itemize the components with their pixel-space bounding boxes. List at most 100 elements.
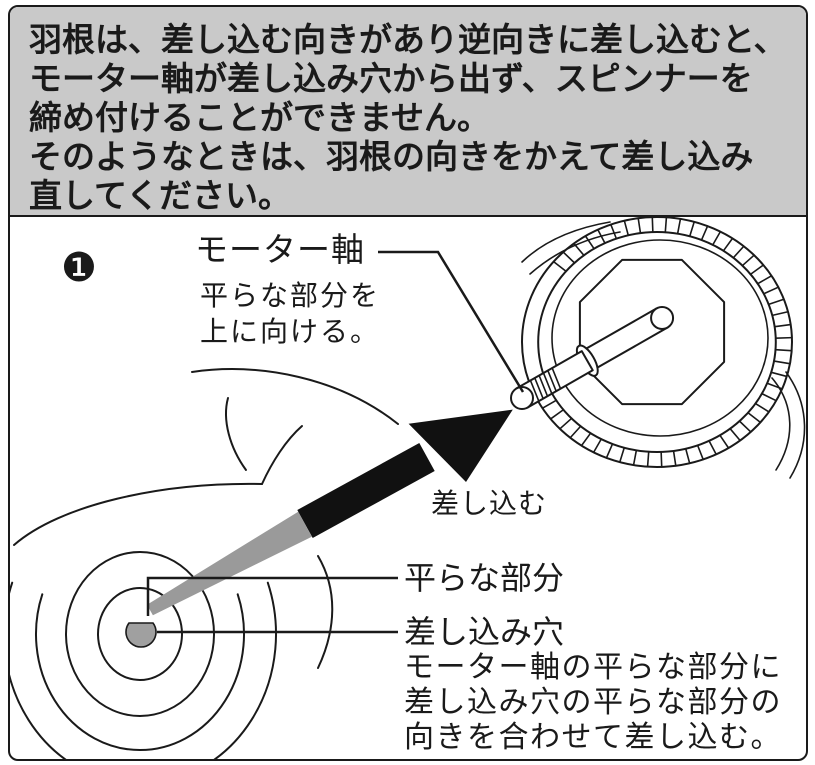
- hub-ring-inner: [97, 587, 183, 681]
- shaft-hatch-line: [538, 374, 549, 397]
- spinner-tooth: [696, 444, 704, 461]
- insert-direction-label: 差し込む: [431, 487, 548, 520]
- spinner-teeth: [541, 217, 793, 468]
- spinner-tooth: [552, 260, 567, 273]
- hub-ring: [65, 551, 215, 717]
- spinner-tooth: [732, 245, 745, 259]
- insert-arrow: [147, 409, 513, 616]
- fan-hub: [10, 551, 277, 759]
- spinner-tooth: [738, 420, 752, 433]
- note-line: 向きを合わせて差し込む。: [404, 720, 782, 755]
- housing-curve: [521, 221, 611, 263]
- spinner-tooth: [773, 323, 792, 328]
- spinner-tooth: [664, 217, 668, 234]
- spinner-tooth: [569, 425, 582, 439]
- shaft-front-cap: [510, 386, 534, 410]
- shaft-hatch-line: [529, 379, 540, 402]
- spinner-tooth: [762, 286, 780, 295]
- blade-edge: [225, 397, 247, 471]
- shaft-back-cap: [650, 305, 675, 330]
- spinner-tooth: [741, 254, 755, 267]
- spinner-rim-outer: [521, 217, 793, 468]
- spinner-tooth: [770, 371, 788, 378]
- spinner-tooth: [573, 242, 585, 257]
- insertion-hole-note: モーター軸の平らな部分に 差し込み穴の平らな部分の 向きを合わせて差し込む。: [404, 650, 782, 755]
- arrow-tail: [147, 511, 312, 616]
- shaft-hatch-line: [534, 377, 544, 400]
- note-line: 平らな部分を: [200, 279, 381, 312]
- spinner-tooth: [774, 336, 793, 339]
- motor-shaft-note: 平らな部分を 上に向ける。: [200, 278, 380, 350]
- insertion-hole-shape: [125, 622, 157, 648]
- spinner-tooth: [771, 310, 789, 317]
- spinner-tooth: [761, 392, 777, 402]
- housing-swirl: [771, 377, 791, 471]
- spinner-tooth: [749, 264, 765, 276]
- housing-curve: [529, 231, 621, 275]
- spinner-tooth: [562, 251, 576, 264]
- motor-shaft: [510, 305, 675, 410]
- shaft-hatching: [529, 367, 562, 402]
- step-number-icon: ❶: [61, 245, 97, 291]
- spinner-tooth: [676, 218, 682, 235]
- spinner-tooth: [688, 221, 696, 238]
- spinner-tooth: [610, 223, 618, 240]
- spinner-rim-inner: [537, 231, 777, 453]
- note-line: 差し込み穴の平らな部分の: [404, 685, 782, 720]
- note-line: 上に向ける。: [200, 315, 381, 348]
- spinner-tooth: [708, 440, 717, 456]
- spinner-ring: [551, 239, 769, 437]
- blade-edge-top: [191, 368, 399, 425]
- hub-ring-arc-outer: [10, 581, 277, 759]
- notice-line: 締め付けることができません。: [29, 98, 491, 137]
- spinner-tooth: [623, 219, 630, 237]
- spinner-hex-socket: [578, 258, 726, 406]
- motor-housing: [521, 217, 806, 479]
- spinner-tooth: [722, 237, 734, 252]
- note-line: モーター軸の平らな部分に: [404, 650, 782, 685]
- spinner-tooth: [660, 451, 663, 468]
- spinner-tooth: [597, 228, 606, 244]
- notice-line: 直してください。: [29, 176, 292, 215]
- spinner-tooth: [756, 274, 773, 285]
- spinner-tooth: [584, 235, 595, 250]
- notice-line: そのようなときは、羽根の向きをかえて差し込み: [29, 137, 754, 176]
- spinner-tooth: [580, 432, 592, 447]
- shaft-hatch-line: [542, 372, 553, 395]
- spinner-tooth: [605, 443, 614, 459]
- spinner-tooth: [711, 230, 722, 246]
- arrow-shaft: [297, 443, 435, 538]
- blade-outline: [13, 482, 263, 546]
- spinner-tooth: [729, 427, 741, 442]
- spinner-tooth: [747, 411, 762, 424]
- shaft-hatch-line: [551, 367, 562, 390]
- illustration-group: [10, 217, 806, 759]
- spinner-tooth: [549, 408, 565, 420]
- spinner-tooth: [651, 217, 654, 233]
- spinner-tooth: [774, 348, 793, 352]
- spinner-tooth: [637, 217, 642, 234]
- motor-shaft-label: モーター軸: [195, 230, 365, 269]
- spinner-tooth: [646, 450, 650, 468]
- notice-box: 羽根は、差し込む向きがあり逆向きに差し込むと、 モーター軸が差し込み穴から出ず、…: [10, 7, 806, 217]
- spinner-tooth: [719, 434, 730, 449]
- spinner-tooth: [767, 298, 785, 306]
- blade-edge: [317, 555, 334, 669]
- arrow-head: [408, 409, 513, 482]
- hub-ring-arc: [35, 593, 245, 752]
- shaft-hatch-line: [547, 369, 557, 392]
- blade-outline: [261, 425, 303, 485]
- spinner-tooth: [632, 449, 638, 466]
- spinner-tooth: [754, 402, 770, 413]
- flat-part-leader: [146, 576, 398, 616]
- notice-line: モーター軸が差し込み穴から出ず、スピンナーを: [29, 59, 753, 98]
- flat-part-label: 平らな部分: [404, 559, 565, 597]
- fan-blade: [13, 368, 399, 669]
- spinner-tooth: [618, 446, 626, 463]
- spinner-tooth: [672, 450, 677, 467]
- motor-shaft-leader: [378, 250, 525, 393]
- spinner-tooth: [700, 225, 709, 241]
- housing-swirl: [785, 371, 806, 479]
- spinner-tooth: [541, 399, 558, 410]
